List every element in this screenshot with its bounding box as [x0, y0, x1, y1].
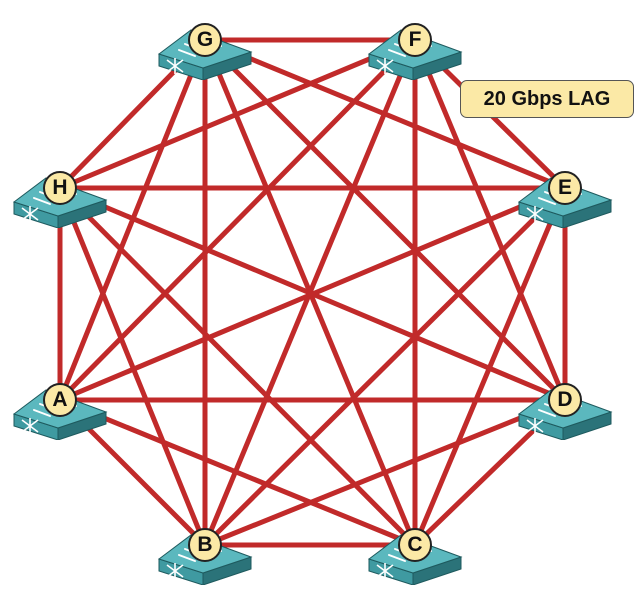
switch-e: E [515, 148, 615, 228]
switch-g: G [155, 0, 255, 80]
link-e-c [412, 187, 568, 546]
switch-a: A [10, 360, 110, 440]
lag-callout: 20 Gbps LAG [460, 80, 634, 118]
switch-c: C [365, 505, 465, 585]
link-f-h [59, 37, 416, 191]
link-a-c [59, 397, 416, 548]
switch-label: D [548, 383, 582, 417]
switch-label: H [43, 171, 77, 205]
link-e-a [59, 185, 566, 403]
switch-label: E [548, 171, 582, 205]
switch-label: A [43, 383, 77, 417]
link-f-a [58, 38, 417, 402]
switch-h: H [10, 148, 110, 228]
switch-f: F [365, 0, 465, 80]
switch-b: B [155, 505, 255, 585]
switch-label: F [398, 23, 432, 57]
multilayer-switch-icon [157, 29, 253, 80]
link-d-b [204, 397, 566, 548]
switch-label: G [188, 23, 222, 57]
link-h-b [57, 187, 208, 546]
switch-label: C [398, 528, 432, 562]
switch-d: D [515, 360, 615, 440]
switch-label: B [188, 528, 222, 562]
link-e-b [203, 186, 567, 547]
link-h-c [58, 186, 417, 547]
